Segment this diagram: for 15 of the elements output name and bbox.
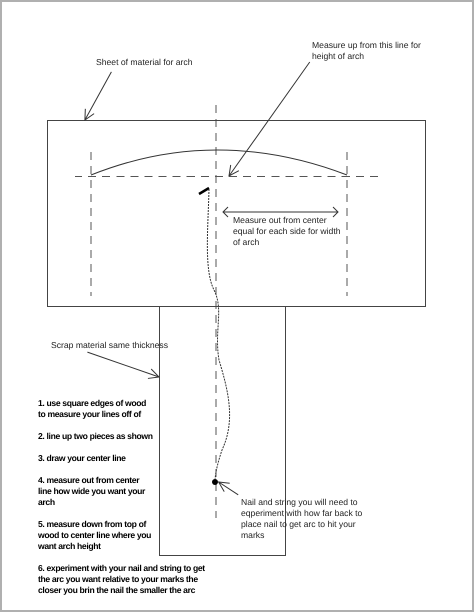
callout-text: Measure up from this line for height of arch — [312, 40, 424, 62]
nail-dot — [212, 479, 218, 485]
leader-line — [86, 352, 160, 379]
instruction-step: 1. use square edges of wood to measure your lines off of — [38, 398, 153, 420]
leader-line — [84, 71, 112, 120]
leader-line — [228, 62, 310, 176]
dimension-label: Measure out from center equal for each side for width of arch — [233, 215, 342, 248]
instruction-step: 5. measure down from top of wood to center line where you want arch height — [38, 519, 158, 552]
instruction-step: 3. draw your center line — [38, 453, 168, 464]
instruction-step: 4. measure out from center line how wide you want your arch — [38, 475, 150, 508]
instruction-step: 6. experiment with your nail and string to get the arc you want relative to your marks the closer you brin the nail the smaller the arc — [38, 563, 218, 596]
callout-text: Sheet of material for arch — [96, 57, 236, 68]
instruction-step: 2. line up two pieces as shown — [38, 431, 168, 442]
leader-line — [218, 482, 239, 496]
material-sheet — [47, 120, 426, 307]
